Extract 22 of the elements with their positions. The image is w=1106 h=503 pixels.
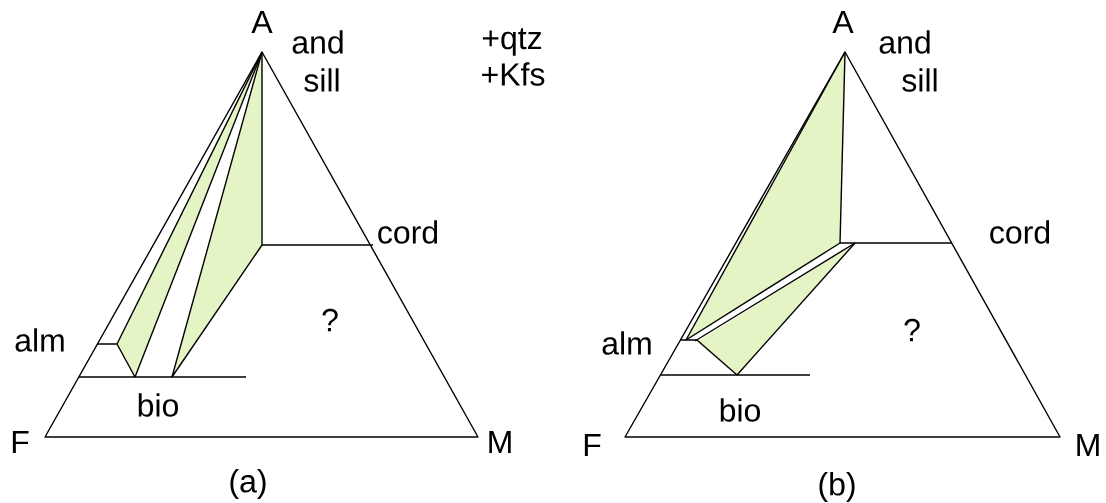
vertex-label: F [584, 434, 601, 456]
mineral-label: bio [720, 398, 760, 422]
mineral-label: sill [304, 68, 339, 92]
mineral-label: cord [378, 220, 438, 244]
assemblage-note: +qtz [482, 28, 542, 56]
mineral-label: and [292, 30, 343, 54]
mineral-label: sill [902, 68, 937, 92]
mineral-label: alm [15, 328, 64, 352]
vertex-label: A [832, 11, 854, 33]
mineral-label: bio [138, 393, 178, 417]
vertex-label: M [1077, 434, 1099, 456]
vertex-label: M [489, 431, 511, 453]
vertex-label: A [251, 11, 273, 33]
vertex-label: F [12, 431, 29, 453]
assemblage-note: +Kfs [482, 62, 545, 86]
mineral-label: cord [990, 220, 1050, 244]
panel-label: (a) [230, 469, 266, 499]
panel-label: (b) [819, 472, 855, 502]
mineral-label: alm [602, 331, 651, 355]
mineral-label: and [879, 30, 930, 54]
unknown-field-mark: ? [322, 308, 338, 332]
unknown-field-mark: ? [904, 318, 920, 342]
